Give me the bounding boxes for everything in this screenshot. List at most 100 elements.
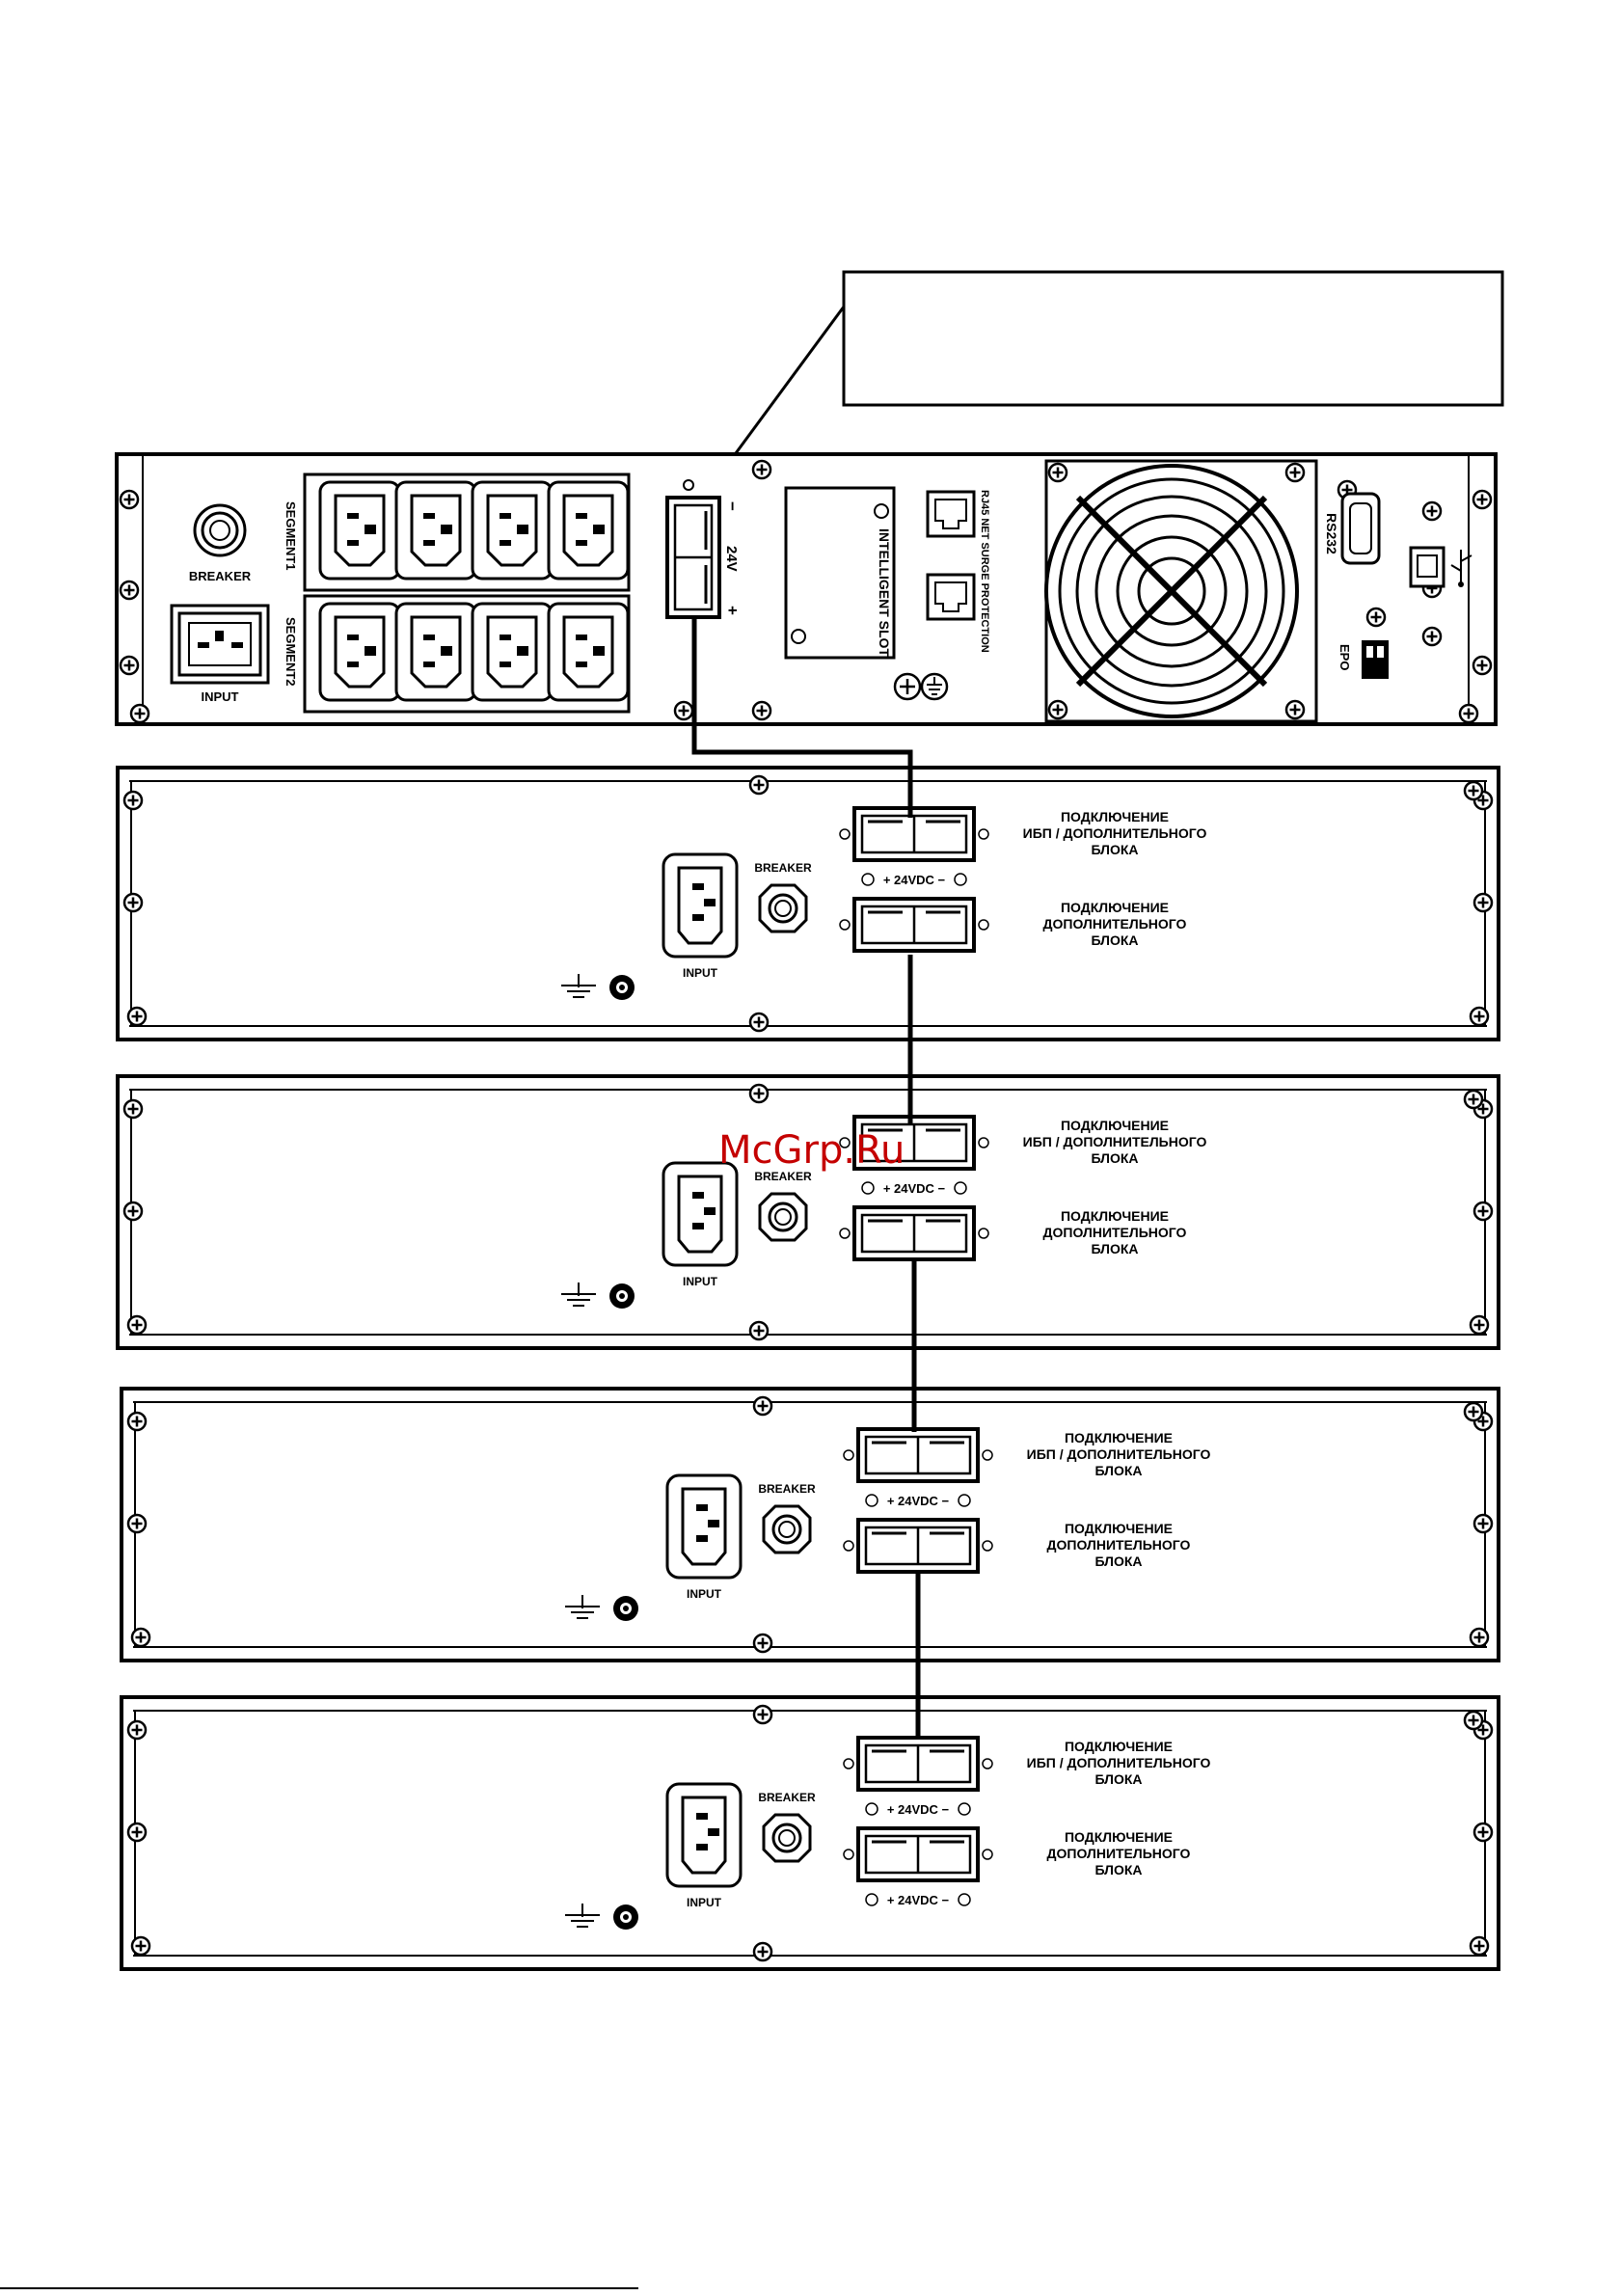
module-breaker-label: BREAKER — [754, 1170, 812, 1183]
top-connector-label: ИБП / ДОПОЛНИТЕЛЬНОГО — [1023, 825, 1207, 841]
module-breaker-label: BREAKER — [758, 1482, 816, 1496]
bottom-connector-label: ДОПОЛНИТЕЛЬНОГО — [1043, 1225, 1187, 1240]
dc-connector-bottom — [856, 1518, 980, 1574]
module-breaker — [762, 1813, 812, 1863]
screw-icon — [1469, 1935, 1490, 1957]
module-inlet — [662, 852, 739, 959]
screw-icon — [1463, 780, 1484, 801]
ups-dc-output — [665, 496, 721, 619]
module-inlet — [662, 1161, 739, 1267]
dc-connector-top — [856, 1427, 980, 1483]
top-connector-label: ПОДКЛЮЧЕНИЕ — [1065, 1430, 1173, 1445]
bottom-voltage-label: + 24VDC − — [887, 1893, 950, 1907]
ground-icon — [561, 1283, 596, 1307]
outlet-segment-1 — [303, 473, 631, 592]
screw-icon — [122, 1201, 144, 1222]
screw-icon — [752, 1941, 773, 1962]
bottom-connector-label: БЛОКА — [1094, 1862, 1142, 1877]
module-input-label: INPUT — [683, 1275, 718, 1288]
outlet-segment-2 — [303, 594, 631, 714]
ground-icon — [565, 1595, 600, 1619]
top-connector-label: БЛОКА — [1091, 1150, 1138, 1166]
bottom-connector-label: БЛОКА — [1091, 932, 1138, 948]
screw-icon — [126, 1719, 148, 1741]
callout-box — [842, 270, 1504, 407]
ups-voltage-label: 24V — [723, 546, 740, 572]
screw-icon — [1469, 1314, 1490, 1336]
fan-icon — [1044, 459, 1318, 723]
intelligent-slot — [784, 486, 896, 660]
slot-label: INTELLIGENT SLOT — [877, 528, 892, 657]
module-breaker-label: BREAKER — [754, 861, 812, 875]
top-connector-label: ПОДКЛЮЧЕНИЕ — [1061, 809, 1169, 824]
top-connector-label: БЛОКА — [1094, 1463, 1142, 1478]
voltage-label: + 24VDC − — [887, 1494, 950, 1508]
screw-icon — [748, 1083, 770, 1104]
dc-connector-bottom — [856, 1826, 980, 1882]
screw-icon — [126, 1822, 148, 1843]
bottom-connector-label: ДОПОЛНИТЕЛЬНОГО — [1047, 1846, 1191, 1861]
segment1-label: SEGMENT1 — [284, 501, 298, 571]
ground-icon — [561, 974, 596, 998]
module-breaker-label: BREAKER — [758, 1791, 816, 1804]
screw-icon — [1472, 892, 1494, 913]
screw-icon — [126, 1314, 148, 1336]
ups-input — [170, 604, 270, 685]
module-input-label: INPUT — [683, 966, 718, 980]
bottom-connector-label: ДОПОЛНИТЕЛЬНОГО — [1043, 916, 1187, 932]
voltage-label: + 24VDC − — [883, 873, 946, 887]
screw-icon — [748, 1012, 770, 1033]
screw-icon — [1469, 1006, 1490, 1027]
bottom-connector-label: ПОДКЛЮЧЕНИЕ — [1061, 900, 1169, 915]
module-inlet — [665, 1782, 743, 1888]
screw-icon — [122, 790, 144, 811]
screw-icon — [122, 1098, 144, 1120]
rj45-ports — [926, 490, 976, 621]
ups-minus-label: − — [723, 501, 742, 511]
screw-icon — [130, 1935, 151, 1957]
ups-input-label: INPUT — [202, 689, 239, 704]
screw-icon — [748, 1320, 770, 1341]
screw-icon — [1463, 1710, 1484, 1731]
bottom-connector-label: ДОПОЛНИТЕЛЬНОГО — [1047, 1537, 1191, 1553]
screw-icon — [126, 1006, 148, 1027]
screw-icon — [1472, 1513, 1494, 1534]
module-breaker — [762, 1504, 812, 1554]
top-connector-label: ПОДКЛЮЧЕНИЕ — [1061, 1118, 1169, 1133]
battery-module-4: INPUT BREAKER + 24VDC − + 24VDC − ПОДКЛЮЧЕНИ… — [120, 1695, 1500, 1971]
screw-icon — [1472, 1201, 1494, 1222]
module-chassis — [116, 766, 1500, 1041]
epo-label: EPO — [1337, 644, 1352, 670]
watermark: McGrp.Ru — [718, 1128, 905, 1173]
voltage-label: + 24VDC − — [887, 1802, 950, 1817]
bottom-connector-label: ПОДКЛЮЧЕНИЕ — [1065, 1521, 1173, 1536]
usb-icon — [1450, 550, 1472, 587]
screw-icon — [752, 1633, 773, 1654]
ups-breaker — [193, 503, 247, 557]
top-connector-label: ИБП / ДОПОЛНИТЕЛЬНОГО — [1027, 1446, 1211, 1462]
top-connector-label: ИБП / ДОПОЛНИТЕЛЬНОГО — [1023, 1134, 1207, 1149]
screw-icon — [126, 1411, 148, 1432]
screw-icon — [1469, 1627, 1490, 1648]
ups-dc-indicator — [683, 479, 694, 491]
ground-icon — [565, 1904, 600, 1928]
dc-connector-bottom — [852, 897, 976, 953]
top-connector-label: БЛОКА — [1091, 842, 1138, 857]
screw-icon — [748, 774, 770, 796]
bottom-connector-label: БЛОКА — [1091, 1241, 1138, 1256]
usb-port — [1409, 546, 1445, 588]
top-connector-label: БЛОКА — [1094, 1771, 1142, 1787]
epo-terminal — [1362, 640, 1389, 679]
top-connector-label: ПОДКЛЮЧЕНИЕ — [1065, 1739, 1173, 1754]
module-input-label: INPUT — [687, 1896, 722, 1909]
rs232-port — [1340, 492, 1381, 565]
bottom-connector-label: ПОДКЛЮЧЕНИЕ — [1061, 1208, 1169, 1224]
module-breaker — [758, 883, 808, 933]
ground-icon — [893, 672, 949, 701]
screw-icon — [1472, 1822, 1494, 1843]
module-input-label: INPUT — [687, 1587, 722, 1601]
